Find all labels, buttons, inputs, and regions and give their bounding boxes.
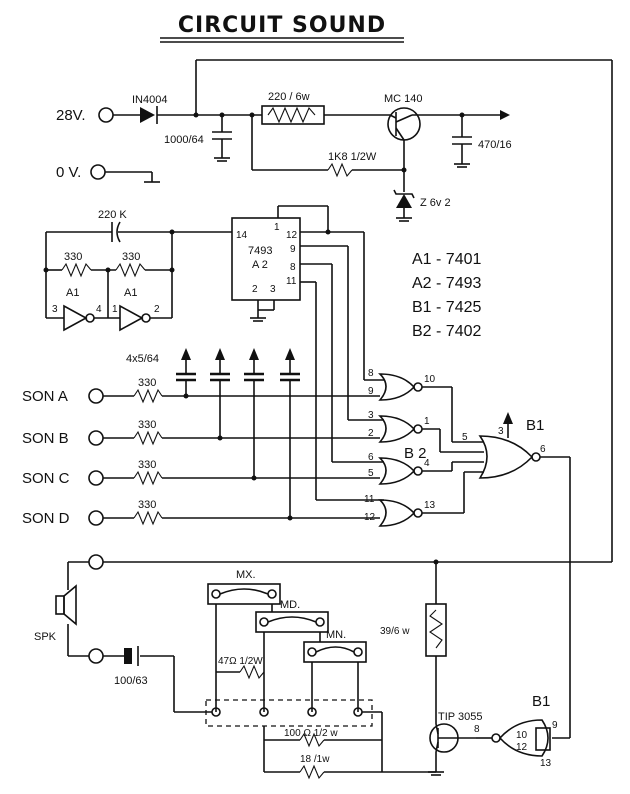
b1b-pin-8: 8: [474, 724, 480, 735]
pin-4: 4: [96, 304, 102, 315]
gate-d-pin-12: 12: [364, 512, 376, 523]
mn-label: MN.: [326, 629, 346, 641]
pin-3: 3: [52, 304, 58, 315]
counter-pin-8: 8: [290, 262, 296, 273]
son-b-label: SON B: [22, 430, 69, 447]
b1-out-label: B1: [532, 693, 550, 710]
r39-label: 39/6 w: [380, 626, 410, 637]
legend-b2: B2 - 7402: [412, 323, 481, 340]
counter-name: 7493: [248, 245, 272, 257]
resistor-1k8-label: 1K8 1/2W: [328, 151, 377, 163]
speaker-icon: [55, 584, 77, 626]
md-label: MD.: [280, 599, 300, 611]
gate-d-pin-11: 11: [364, 494, 375, 505]
cap-470-label: 470/16: [478, 139, 512, 151]
output-stage: SPK 100/63 MX. MD. MN. 47Ω 1/2W: [34, 554, 612, 780]
gate-c-pin-6: 6: [368, 452, 374, 463]
gate-a1-2: A1: [124, 287, 137, 299]
pin-1: 1: [112, 304, 118, 315]
counter-pin-14: 14: [236, 230, 248, 241]
b1-pin-6: 6: [540, 444, 546, 455]
counter-pin-9: 9: [290, 244, 296, 255]
gate-a-pin-9: 9: [368, 386, 374, 397]
son-d-label: SON D: [22, 510, 70, 527]
gate-a1-1: A1: [66, 287, 79, 299]
cap-100-label: 100/63: [114, 675, 148, 687]
legend-a2: A2 - 7493: [412, 275, 481, 292]
transistor-tip3055: TIP 3055: [429, 711, 482, 753]
b1b-pin-12: 12: [516, 742, 528, 753]
osc-cap-label: 220 K: [98, 209, 127, 221]
input-caps: 4x5/64: [126, 348, 300, 518]
gate-c-pin-5: 5: [368, 468, 374, 479]
legend-a1: A1 - 7401: [412, 251, 481, 268]
resistor-220-label: 220 / 6w: [268, 91, 310, 103]
input-lines: SON A 330 SON B 330 SON C 330 SON D 330: [22, 377, 380, 527]
gate-b-pin-2: 2: [368, 428, 374, 439]
counter-pin-12: 12: [286, 230, 298, 241]
b1b-pin-9: 9: [552, 720, 558, 731]
b2-label: B 2: [404, 445, 427, 462]
counter-pin-2: 2: [252, 284, 258, 295]
gate-a-pin-8: 8: [368, 368, 374, 379]
mx-label: MX.: [236, 569, 256, 581]
son-d-resistor: 330: [138, 499, 156, 511]
r18-label: 18 /1w: [300, 754, 330, 765]
son-a-label: SON A: [22, 388, 68, 405]
counter-7493: 7493 A 2 14 1 12 9 8 11 2 3: [231, 205, 365, 500]
r47-label: 47Ω 1/2W: [218, 656, 263, 667]
legend-b1: B1 - 7425: [412, 299, 481, 316]
counter-ref: A 2: [252, 259, 268, 271]
gate-b-pin-1: 1: [424, 416, 430, 427]
son-c-resistor: 330: [138, 459, 156, 471]
nor-gate-b1: B1 3 5 6: [462, 412, 571, 739]
title: CIRCUIT SOUND: [178, 13, 386, 38]
v0-label: 0 V.: [56, 164, 81, 181]
counter-pin-11: 11: [286, 276, 297, 287]
b1b-pin-13: 13: [540, 758, 552, 769]
diode-label: IN4004: [132, 94, 167, 106]
gate-c-pin-4: 4: [424, 458, 430, 469]
r100-label: 100 Ω 1/2 w: [284, 728, 338, 739]
gate-a-pin-10: 10: [424, 374, 436, 385]
transistor-mc140: MC 140: [384, 93, 423, 141]
zener-label: Z 6v 2: [420, 197, 451, 209]
osc-r1-label: 330: [64, 251, 82, 263]
osc-r2-label: 330: [122, 251, 140, 263]
caps-label: 4x5/64: [126, 353, 159, 365]
transistor-mc140-label: MC 140: [384, 93, 423, 105]
b1-pin-5: 5: [462, 432, 468, 443]
nor-gate-b1-output: B1 9 10 12 13 8: [474, 693, 558, 769]
cap-1000-label: 1000/64: [164, 134, 204, 146]
son-c-label: SON C: [22, 470, 70, 487]
gate-b-pin-3: 3: [368, 410, 374, 421]
b1-label: B1: [526, 417, 544, 434]
b1-pin-3: 3: [498, 426, 504, 437]
diode-in4004: IN4004: [132, 94, 167, 124]
counter-pin-1: 1: [274, 222, 280, 233]
nor-gates-b2: 8 9 10 3 2 1 6 5 4 11 12 13 B 2: [316, 368, 484, 527]
power-section: 28V. IN4004 1000/64 220 / 6w: [56, 59, 613, 562]
pin-2: 2: [154, 304, 160, 315]
son-a-resistor: 330: [138, 377, 156, 389]
counter-pin-3: 3: [270, 284, 276, 295]
spk-label: SPK: [34, 631, 57, 643]
ic-legend: A1 - 7401 A2 - 7493 B1 - 7425 B2 - 7402: [412, 251, 481, 340]
tip3055-label: TIP 3055: [438, 711, 482, 723]
oscillator: 220 K 330 330 A1 3 4 A1 1 2: [43, 209, 232, 332]
b1b-pin-10: 10: [516, 730, 528, 741]
v28-label: 28V.: [56, 107, 85, 124]
son-b-resistor: 330: [138, 419, 156, 431]
gate-d-pin-13: 13: [424, 500, 436, 511]
